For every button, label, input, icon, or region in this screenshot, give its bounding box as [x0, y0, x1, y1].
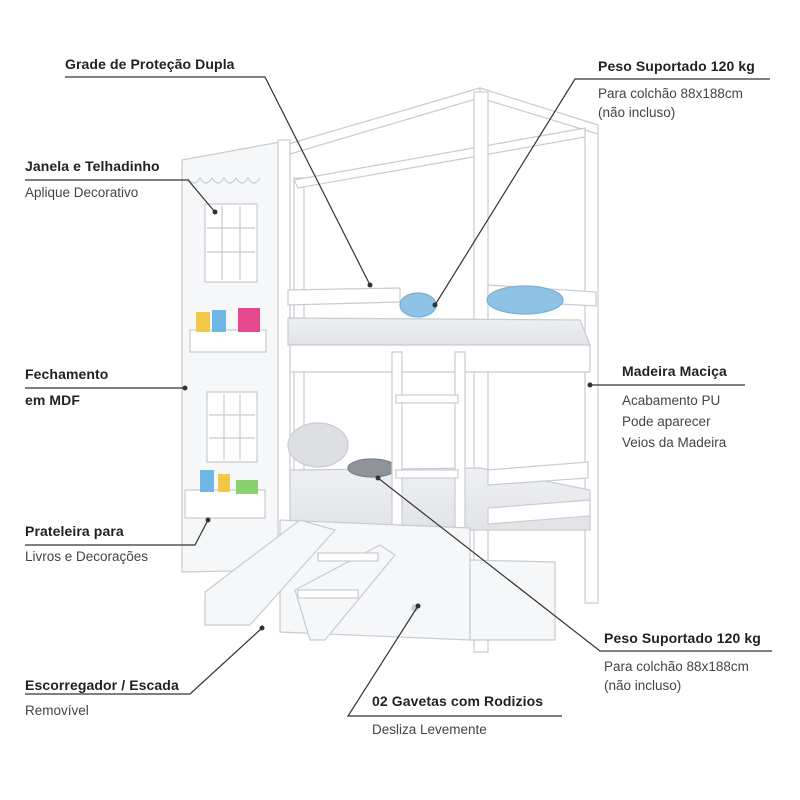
label-fechamento-line2: em MDF	[25, 392, 81, 408]
label-fechamento-line1: Fechamento	[25, 366, 109, 382]
leader-janela	[25, 179, 216, 213]
label-peso-bottom-line1: Para colchão 88x188cm	[604, 659, 749, 674]
label-janela: Janela e Telhadinho Aplique Decorativo	[25, 158, 160, 202]
top-rail-front	[479, 87, 599, 135]
upper-shelf	[189, 329, 267, 353]
label-peso-bottom-line2: (não incluso)	[604, 678, 682, 693]
pillow-blue-top	[486, 285, 564, 315]
drawer-2	[469, 559, 556, 641]
leader-peso-bottom	[377, 477, 772, 652]
label-grade: Grade de Proteção Dupla	[65, 56, 235, 72]
label-grade-title: Grade de Proteção Dupla	[65, 56, 235, 72]
bottom-side-rail	[487, 461, 589, 486]
bottom-side-rail-2	[487, 499, 591, 525]
label-escorregador: Escorregador / Escada Removível	[25, 677, 179, 720]
label-escorregador-line1: Removível	[25, 703, 89, 718]
top-rail-left	[284, 87, 487, 155]
label-gavetas-line1: Desliza Levemente	[372, 722, 487, 737]
label-fechamento: Fechamento em MDF	[25, 366, 108, 408]
ladder-rung-1	[395, 394, 459, 404]
pillow-blue-top-2	[399, 292, 437, 318]
leader-peso-top	[434, 78, 770, 306]
label-prateleira-title: Prateleira para	[25, 523, 124, 539]
front-post-left	[277, 139, 291, 581]
label-madeira-line2: Pode aparecer	[622, 414, 711, 429]
label-janela-line1: Aplique Decorativo	[25, 185, 139, 200]
label-prateleira-line1: Livros e Decorações	[25, 549, 149, 564]
top-guard-rail	[287, 287, 401, 306]
label-peso-top: Peso Suportado 120 kg Para colchão 88x18…	[598, 58, 755, 122]
stair-step-1	[317, 552, 379, 562]
label-gavetas-title: 02 Gavetas com Rodizios	[372, 693, 544, 709]
label-peso-top-title: Peso Suportado 120 kg	[598, 58, 755, 74]
upper-window	[204, 203, 258, 283]
label-madeira-line1: Acabamento PU	[622, 393, 721, 408]
leader-prateleira	[25, 519, 209, 546]
label-peso-top-line2: (não incluso)	[598, 105, 676, 120]
top-mattress	[287, 317, 591, 346]
label-gavetas: 02 Gavetas com Rodizios Desliza Levement…	[372, 693, 543, 739]
label-madeira: Madeira Maciça Acabamento PU Pode aparec…	[622, 363, 727, 453]
pillow-grey	[287, 422, 349, 468]
leader-escorregador	[25, 627, 263, 695]
top-front-rail	[289, 344, 591, 373]
label-peso-bottom: Peso Suportado 120 kg Para colchão 88x18…	[604, 630, 761, 695]
leader-grade	[65, 76, 371, 286]
label-escorregador-title: Escorregador / Escada	[25, 677, 179, 693]
label-madeira-title: Madeira Maciça	[622, 363, 727, 379]
ladder-rung-2	[395, 469, 459, 479]
lower-shelf	[184, 489, 266, 519]
slide	[204, 519, 337, 626]
cushion-dark	[347, 458, 397, 478]
lower-window	[206, 391, 258, 463]
label-prateleira: Prateleira para Livros e Decorações	[25, 523, 148, 566]
stair-step-2	[297, 589, 359, 599]
label-janela-title: Janela e Telhadinho	[25, 158, 160, 174]
label-peso-bottom-title: Peso Suportado 120 kg	[604, 630, 761, 646]
leader-gavetas	[346, 605, 562, 717]
shelf-books	[196, 308, 260, 494]
label-peso-top-line1: Para colchão 88x188cm	[598, 86, 743, 101]
label-madeira-line3: Veios da Madeira	[622, 435, 727, 450]
